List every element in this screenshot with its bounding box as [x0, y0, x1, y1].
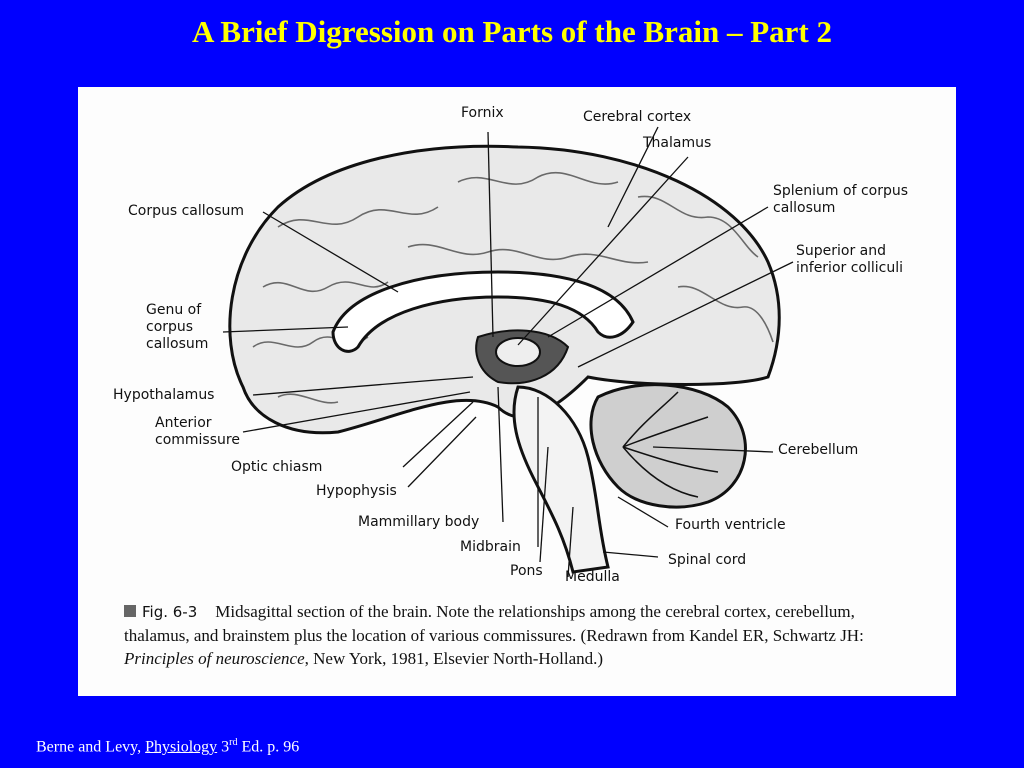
citation-edition: 3 — [217, 738, 230, 756]
label-corpus-callosum: Corpus callosum — [128, 203, 245, 219]
physiology-link[interactable]: Physiology — [145, 738, 218, 756]
caption-bullet — [124, 605, 136, 617]
caption-text-part1: Midsagittal section of the brain. Note t… — [124, 602, 864, 645]
brain-figure: Fornix Cerebral cortex Thalamus Corpus c… — [78, 87, 956, 696]
label-anterior-commissure: Anterior commissure — [155, 415, 240, 448]
label-cerebral-cortex: Cerebral cortex — [583, 109, 692, 125]
slide-title: A Brief Digression on Parts of the Brain… — [191, 14, 833, 49]
label-optic-chiasm: Optic chiasm — [231, 459, 323, 475]
brain-illustration — [222, 126, 794, 578]
label-fourth-ventricle: Fourth ventricle — [675, 517, 786, 533]
label-splenium: Splenium of corpus callosum — [773, 183, 909, 216]
cerebellum-shape — [589, 383, 747, 509]
citation-suffix: Ed. p. 96 — [237, 738, 300, 756]
gyri-texture — [252, 171, 774, 404]
arbor-vitae — [622, 391, 719, 498]
label-cerebellum: Cerebellum — [778, 442, 859, 458]
corpus-callosum — [331, 270, 635, 353]
caption-text-part2: , New York, 1981, Elsevier North-Holland… — [304, 649, 604, 668]
citation-footer: Berne and Levy, Physiology 3rd Ed. p. 96 — [36, 737, 299, 756]
label-mammillary-body: Mammillary body — [358, 514, 480, 530]
citation-prefix: Berne and Levy, — [36, 738, 146, 756]
label-pons: Pons — [510, 563, 543, 579]
label-hypothalamus: Hypothalamus — [113, 387, 215, 403]
leader-lines — [222, 126, 794, 578]
label-fornix: Fornix — [461, 105, 504, 121]
label-thalamus: Thalamus — [643, 135, 712, 151]
citation-edition-sup: rd — [229, 737, 238, 748]
label-genu: Genu of corpus callosum — [146, 302, 209, 352]
label-midbrain: Midbrain — [460, 539, 521, 555]
caption-book-title: Principles of neuroscience — [124, 649, 305, 668]
caption-fig-number: Fig. 6-3 — [142, 603, 198, 621]
label-medulla: Medulla — [565, 569, 620, 585]
label-spinal-cord: Spinal cord — [668, 552, 747, 568]
label-hypophysis: Hypophysis — [316, 483, 397, 499]
label-colliculi: Superior and inferior colliculi — [796, 243, 904, 276]
thalamus-shape — [495, 337, 541, 367]
